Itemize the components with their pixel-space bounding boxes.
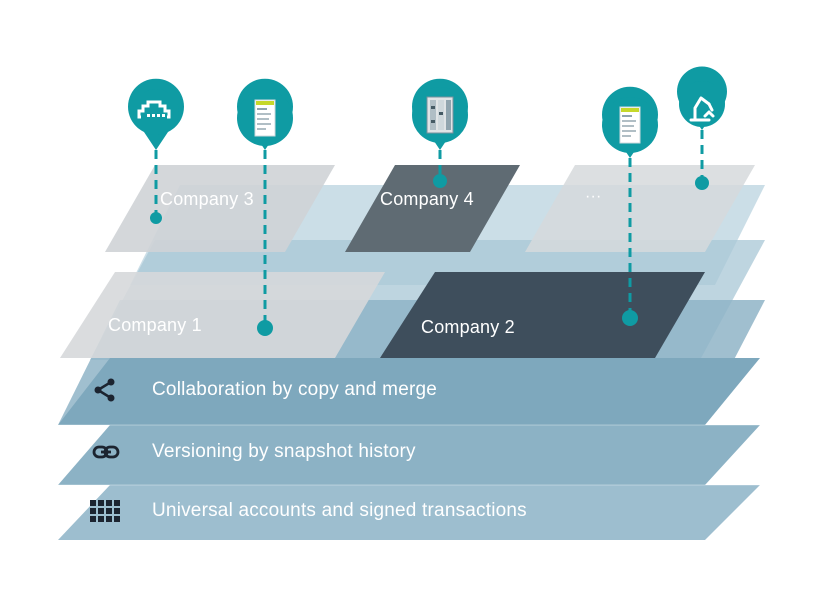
company-planes: [60, 165, 755, 358]
company-3-plane: [105, 165, 335, 252]
pin-proficloud: [128, 78, 185, 150]
layer-versioning-label: Versioning by snapshot history: [152, 441, 416, 462]
grid-icon: [90, 500, 120, 522]
dot-company-3: [150, 212, 162, 224]
share-icon: [93, 378, 117, 402]
controller-hardware-icon: [426, 96, 454, 134]
company-4-label: Company 4: [380, 189, 474, 209]
company-2-label: Company 2: [421, 317, 515, 337]
pin-connectors: [154, 130, 704, 325]
layer-accounts-label: Universal accounts and signed transactio…: [152, 500, 527, 521]
cloud-icon: [137, 100, 171, 119]
device-panel-icon: [619, 106, 641, 144]
company-2-plane: [380, 272, 705, 358]
dot-company-2: [622, 310, 638, 326]
dot-company-4: [433, 174, 447, 188]
robot-arm-icon: [689, 96, 715, 122]
company-4-plane: [345, 165, 520, 252]
pin-controller: [412, 78, 469, 150]
dot-more: [695, 176, 709, 190]
link-icon: [92, 443, 120, 461]
company-1-plane: [60, 272, 385, 358]
plane-accounts: [58, 485, 760, 540]
device-panel-icon: [254, 99, 276, 137]
plane-versioning: [58, 425, 760, 485]
pin-robot: [676, 66, 727, 130]
company-3-label: Company 3: [160, 189, 254, 209]
layer-collaboration-label: Collaboration by copy and merge: [152, 379, 438, 400]
plane-collaboration: [58, 358, 760, 425]
company-1-label: Company 1: [108, 315, 202, 335]
more-companies-label: ···: [585, 188, 602, 205]
pin-device-2: [602, 86, 659, 158]
connector-dots: [150, 174, 709, 336]
pin-device-1: [237, 78, 294, 150]
dot-company-1: [257, 320, 273, 336]
